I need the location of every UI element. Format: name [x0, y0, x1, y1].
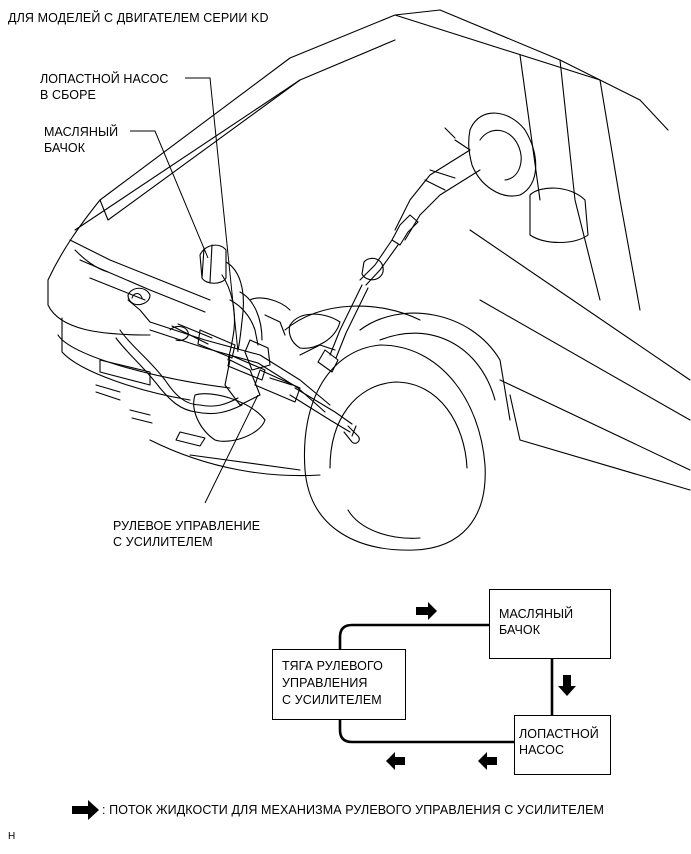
pump-callout-line2: В СБОРЕ	[40, 88, 96, 102]
reservoir-box-line2: БАЧОК	[499, 623, 541, 637]
flow-arrow-icon	[478, 752, 497, 770]
flow-loop-top	[338, 623, 490, 680]
flow-arrow-icon	[386, 752, 405, 770]
pump-callout: ЛОПАСТНОЙ НАСОС В СБОРЕ	[40, 71, 169, 103]
steering-gear-callout-line2: С УСИЛИТЕЛЕМ	[113, 535, 213, 549]
page-title: ДЛЯ МОДЕЛЕЙ С ДВИГАТЕЛЕМ СЕРИИ KD	[8, 11, 269, 25]
steering-gear-callout: РУЛЕВОЕ УПРАВЛЕНИЕ С УСИЛИТЕЛЕМ	[113, 518, 260, 550]
figure-code: H	[8, 831, 16, 842]
pump-box: ЛОПАСТНОЙ НАСОС	[514, 715, 611, 775]
pump-box-line1: ЛОПАСТНОЙ	[519, 727, 599, 741]
steering-gear-box-line1: ТЯГА РУЛЕВОГО	[282, 659, 383, 673]
reservoir-callout: МАСЛЯНЫЙ БАЧОК	[44, 124, 118, 156]
steering-gear-box-line2: УПРАВЛЕНИЯ	[282, 676, 368, 690]
flow-arrow-icon	[416, 602, 437, 620]
reservoir-box-line1: МАСЛЯНЫЙ	[499, 607, 574, 621]
pump-callout-line1: ЛОПАСТНОЙ НАСОС	[40, 72, 169, 86]
legend-text: : ПОТОК ЖИДКОСТИ ДЛЯ МЕХАНИЗМА РУЛЕВОГО …	[102, 803, 605, 817]
steering-gear-callout-line1: РУЛЕВОЕ УПРАВЛЕНИЕ	[113, 519, 261, 533]
reservoir-callout-line1: МАСЛЯНЫЙ	[44, 125, 119, 139]
flow-loop-bottom	[338, 705, 516, 744]
pump-leader-line	[185, 77, 239, 353]
reservoir-box: МАСЛЯНЫЙ БАЧОК	[489, 589, 611, 659]
steering-gear-box: ТЯГА РУЛЕВОГО УПРАВЛЕНИЯ С УСИЛИТЕЛЕМ	[272, 649, 406, 720]
reservoir-callout-line2: БАЧОК	[44, 141, 86, 155]
flow-arrow-icon	[558, 675, 576, 696]
steering-gear-box-line3: С УСИЛИТЕЛЕМ	[282, 693, 382, 707]
legend-arrow-icon	[72, 800, 99, 820]
reservoir-leader-line	[130, 130, 209, 259]
pump-box-line2: НАСОС	[519, 743, 565, 757]
steering-gear-leader-line	[204, 394, 259, 504]
